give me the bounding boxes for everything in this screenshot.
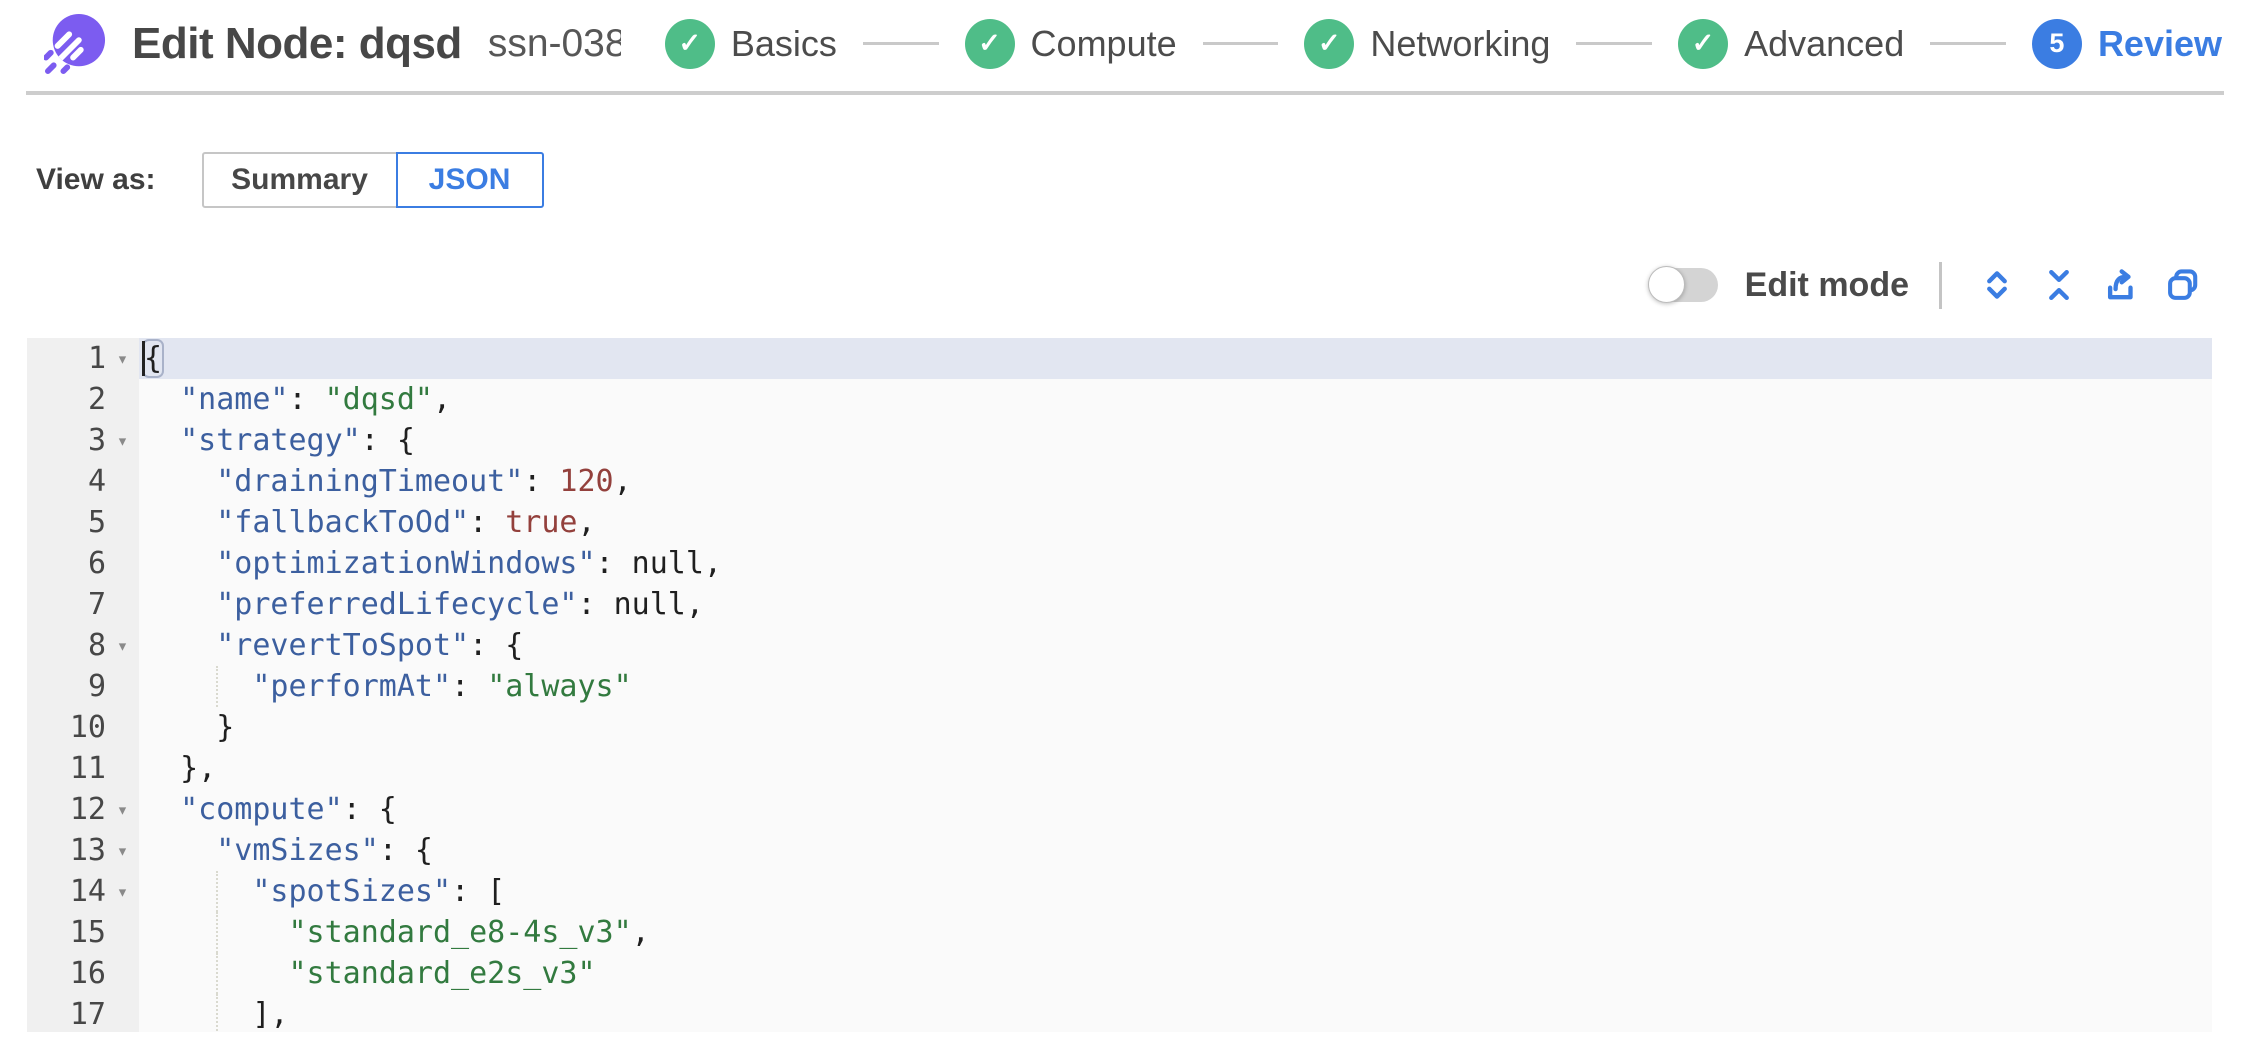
summary-button[interactable]: Summary [201,152,398,208]
fold-arrow-icon[interactable]: ▾ [116,347,129,370]
indent-guide [216,912,218,953]
step-check-icon: ✓ [964,18,1015,69]
code-line-5[interactable]: "fallbackToOd": true, [216,505,596,540]
step-networking[interactable]: ✓ Networking [1304,18,1551,69]
fold-arrow-icon[interactable]: ▾ [116,880,129,903]
step-connector [1202,42,1279,45]
code-line-8[interactable]: "revertToSpot": { [216,628,524,663]
step-advanced[interactable]: ✓ Advanced [1678,18,1905,69]
gutter-line-8[interactable]: 8▾ [27,625,139,666]
fold-arrow-icon[interactable]: ▾ [116,839,129,862]
step-check-icon: ✓ [1304,18,1355,69]
gutter-line-16: 16 [69,956,106,991]
code-line-6[interactable]: "optimizationWindows": null, [216,546,722,581]
code-line-2[interactable]: "name": "dqsd", [180,382,452,417]
wizard-stepper: ✓ Basics ✓ Compute ✓ Networking ✓ Advanced 5 Revi… [664,18,2223,69]
step-label: Networking [1370,22,1551,64]
gutter-line-3[interactable]: 3▾ [27,420,139,461]
gutter-line-12[interactable]: 12▾ [27,789,139,830]
collapse-all-icon[interactable] [2028,261,2090,309]
code-line-15[interactable]: "standard_e8-4s_v3", [139,912,2212,953]
gutter-line-5: 5 [87,505,106,540]
edit-mode-label: Edit mode [1744,265,1909,304]
code-line-1[interactable]: { [139,338,2212,379]
edit-mode-toggle[interactable] [1647,266,1718,303]
gutter-line-13[interactable]: 13▾ [27,830,139,871]
node-id: ssn-038 [487,21,621,65]
code-line-13[interactable]: "vmSizes": { [216,833,433,868]
gutter-line-15: 15 [69,915,106,950]
gutter-line-17: 17 [69,997,106,1032]
step-label: Review [2097,22,2223,64]
step-compute[interactable]: ✓ Compute [964,18,1177,69]
gutter-line-4: 4 [87,464,106,499]
gutter-line-10: 10 [69,710,106,745]
code-line-16[interactable]: "standard_e2s_v3" [139,953,2212,994]
spot-logo-icon [44,13,106,74]
step-label: Basics [730,22,837,64]
step-label: Compute [1030,22,1177,64]
editor-toolbar: Edit mode [0,260,2214,310]
json-button[interactable]: JSON [395,152,544,208]
step-connector [1930,42,2006,45]
indent-guide [216,666,218,707]
step-review[interactable]: 5 Review [2031,18,2223,69]
view-as-segmented-control: Summary JSON [201,152,544,208]
view-as-label: View as: [36,163,156,196]
code-line-11[interactable]: }, [144,751,217,786]
indent-guide [216,994,218,1032]
code-line-9[interactable]: "performAt": "always" [139,666,2212,707]
step-basics[interactable]: ✓ Basics [664,18,837,69]
gutter-line-6: 6 [87,546,106,581]
step-check-icon: ✓ [1678,18,1729,69]
view-as-row: View as: Summary JSON [36,152,2250,208]
code-line-10[interactable]: } [144,710,235,745]
code-line-4[interactable]: "drainingTimeout": 120, [216,464,632,499]
editor-code-area[interactable]: { "name": "dqsd", "strategy": { "drainin… [139,338,2212,1032]
export-icon[interactable] [2090,261,2152,309]
toolbar-divider [1939,261,1942,309]
text-cursor [142,341,145,376]
code-line-7[interactable]: "preferredLifecycle": null, [216,587,704,622]
gutter-line-1[interactable]: 1▾ [27,338,139,379]
gutter-line-11: 11 [69,751,106,786]
gutter-line-2: 2 [87,382,106,417]
step-check-icon: ✓ [664,18,715,69]
step-number-badge: 5 [2031,18,2082,69]
copy-icon[interactable] [2152,261,2214,309]
wizard-header: Edit Node: dqsd ssn-038 ✓Basics✓Compute✓… [26,0,2224,95]
code-line-12[interactable]: "compute": { [180,792,397,827]
toggle-knob [1647,266,1685,303]
code-line-3[interactable]: "strategy": { [180,423,415,458]
fold-arrow-icon[interactable]: ▾ [116,429,129,452]
fold-arrow-icon[interactable]: ▾ [116,798,129,821]
code-line-17[interactable]: ], [139,994,2212,1032]
code-line-14[interactable]: "spotSizes": [ [139,871,2212,912]
step-connector [1576,42,1653,45]
indent-guide [216,953,218,994]
step-label: Advanced [1744,22,1905,64]
step-connector [862,42,939,45]
gutter-line-9: 9 [87,669,106,704]
gutter-line-7: 7 [87,587,106,622]
toolbar-icons [1966,261,2214,309]
gutter-line-14[interactable]: 14▾ [27,871,139,912]
indent-guide [216,871,218,912]
page-title: Edit Node: dqsd [132,18,462,68]
fold-arrow-icon[interactable]: ▾ [116,634,129,657]
expand-all-icon[interactable] [1966,261,2028,309]
